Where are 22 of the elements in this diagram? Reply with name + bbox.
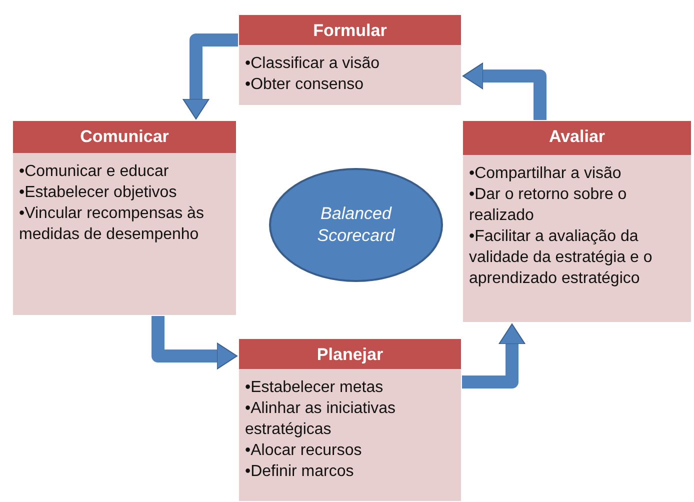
list-item: •Compartilhar a visão xyxy=(468,164,622,184)
ellipse-node: Balanced Scorecard xyxy=(269,168,443,282)
list-item: •Alinhar as iniciativas estratégicas xyxy=(244,399,397,440)
card xyxy=(462,120,692,323)
list-item: •Facilitar a avaliação da validade da estratégia e o aprendizado estratégico xyxy=(468,227,654,289)
card-heading: Planejar xyxy=(239,339,461,369)
bent-arrow xyxy=(462,324,526,388)
card-heading: Avaliar xyxy=(463,121,691,155)
card-heading: Formular xyxy=(239,15,461,45)
list-item: •Classificar a visão xyxy=(244,54,381,74)
list-item: •Estabelecer objetivos xyxy=(18,183,178,203)
list-item: •Obter consenso xyxy=(244,75,365,95)
list-item: •Dar o retorno sobre o realizado xyxy=(468,185,628,226)
list-item: •Vincular recompensas às medidas de desempenho xyxy=(18,204,205,245)
list-item: •Comunicar e educar xyxy=(18,162,170,182)
list-item: •Estabelecer metas xyxy=(244,378,384,398)
card-heading: Comunicar xyxy=(13,121,236,153)
list-item: •Alocar recursos xyxy=(244,441,363,461)
card xyxy=(238,338,462,502)
list-item: •Definir marcos xyxy=(244,462,355,482)
card xyxy=(238,14,462,106)
card xyxy=(12,120,237,316)
